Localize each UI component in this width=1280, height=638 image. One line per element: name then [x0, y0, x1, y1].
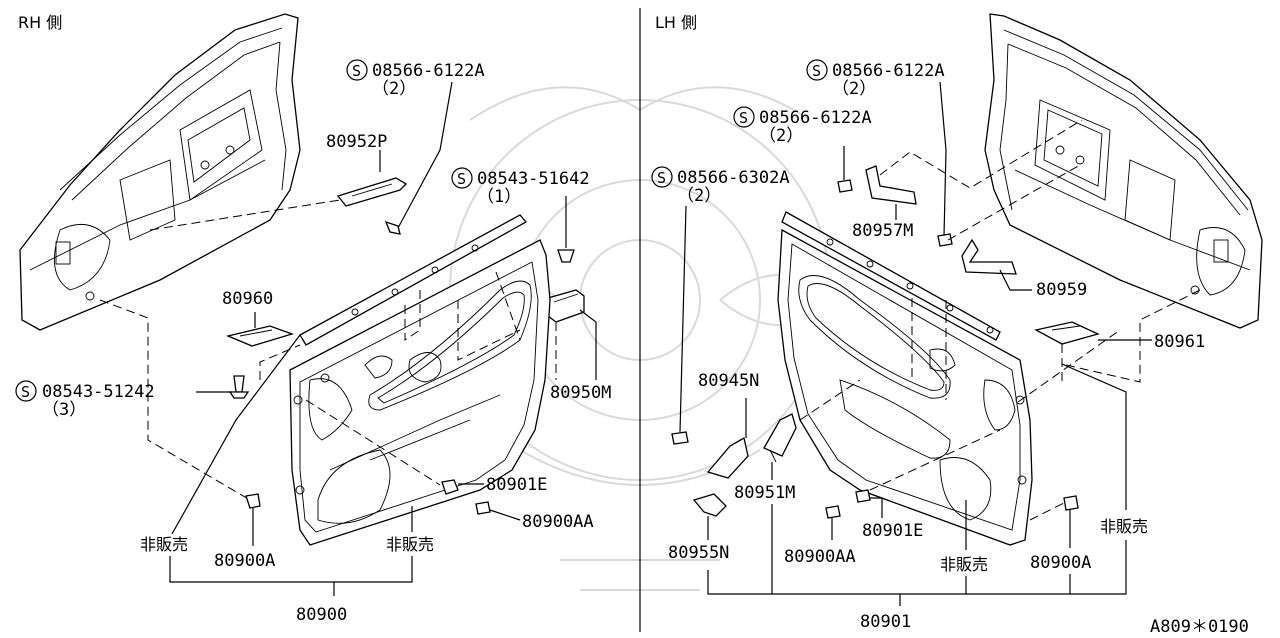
part-80901e-lh-label: 80901E	[862, 521, 923, 541]
clip-08543-left	[228, 375, 250, 399]
s-marker-08566-6302: S	[651, 166, 673, 188]
part-80900aa-lh-label: 80900AA	[784, 547, 856, 567]
svg-text:S: S	[739, 109, 748, 127]
part-08566-rh-qty: （2）	[372, 79, 416, 99]
door-inner-frame-rh	[19, 13, 301, 331]
clip-80900a-lh	[1063, 495, 1079, 511]
part-80900-label: 80900	[296, 605, 347, 625]
cover-80955n	[692, 493, 727, 517]
clip-08543-top	[557, 249, 575, 263]
part-80957m-label: 80957M	[852, 221, 913, 241]
pad-80961	[1034, 321, 1100, 345]
s-marker-08543-top: S	[451, 167, 473, 189]
not-for-sale-rh-right: 非販売	[386, 535, 434, 554]
part-80900a-lh-label: 80900A	[1030, 553, 1091, 573]
clip-80900a-rh	[245, 493, 261, 509]
door-inner-frame-lh	[984, 13, 1263, 329]
part-08566-lh-2-number: 08566-6122A	[759, 108, 872, 128]
diagram-code: A809＊0190	[1150, 617, 1249, 637]
side-label-rh: RH 側	[18, 13, 62, 32]
svg-text:S: S	[657, 169, 666, 187]
part-08566-lh-1-number: 08566-6122A	[832, 61, 945, 81]
svg-text:S: S	[457, 170, 466, 188]
not-for-sale-rh-left: 非販売	[140, 535, 188, 554]
part-08566-6302-qty: （2）	[677, 186, 721, 206]
svg-text:S: S	[21, 383, 30, 401]
svg-text:S: S	[812, 62, 821, 80]
screw-08566-lh-2	[837, 179, 853, 193]
part-80901-label: 80901	[860, 612, 911, 632]
door-trim-panel-rh	[289, 214, 551, 546]
screw-80900aa-rh	[475, 501, 491, 515]
part-80952p-label: 80952P	[326, 132, 387, 152]
pad-80945n	[706, 436, 749, 479]
bracket-80952p	[336, 150, 408, 207]
finisher-80951m	[763, 413, 797, 463]
part-08543-left-qty: （3）	[42, 400, 86, 420]
screw-08566-rh	[384, 220, 401, 235]
part-08566-rh-number: 08566-6122A	[372, 61, 485, 81]
part-80951m-label: 80951M	[734, 483, 795, 503]
part-80900a-rh-label: 80900A	[214, 551, 275, 571]
bracket-80959	[961, 238, 1017, 275]
part-80959-label: 80959	[1036, 280, 1087, 300]
screw-80900aa-lh	[825, 505, 841, 519]
part-08566-6302-number: 08566-6302A	[677, 168, 790, 188]
clip-80901e-rh	[441, 479, 459, 495]
s-marker-08543-left: S	[15, 380, 37, 402]
part-80901e-rh-label: 80901E	[486, 475, 547, 495]
part-80961-label: 80961	[1154, 332, 1205, 352]
clip-80901e-lh	[855, 489, 871, 503]
part-08543-top-number: 08543-51642	[477, 169, 590, 189]
s-marker-08566-rh: S	[346, 59, 368, 81]
side-label-lh: LH 側	[655, 13, 697, 32]
part-08543-left-number: 08543-51242	[42, 382, 155, 402]
pad-80960	[225, 325, 295, 347]
bracket-80957m	[865, 165, 917, 205]
part-80950m-label: 80950M	[550, 383, 611, 403]
part-80945n-label: 80945N	[698, 371, 759, 391]
part-08566-lh-1-qty: （2）	[832, 79, 876, 99]
not-for-sale-lh-right: 非販売	[1100, 517, 1148, 536]
part-08566-lh-2-qty: （2）	[759, 126, 803, 146]
part-08543-top-qty: （1）	[477, 187, 521, 207]
not-for-sale-lh-middle: 非販売	[940, 555, 988, 574]
svg-text:S: S	[352, 62, 361, 80]
part-80960-label: 80960	[222, 289, 273, 309]
part-80900aa-rh-label: 80900AA	[522, 512, 594, 532]
screw-08566-6302	[671, 431, 689, 445]
part-80955n-label: 80955N	[668, 543, 729, 563]
screw-08566-lh-1	[937, 233, 953, 247]
s-marker-08566-lh-1: S	[806, 59, 828, 81]
s-marker-08566-lh-2: S	[733, 106, 755, 128]
